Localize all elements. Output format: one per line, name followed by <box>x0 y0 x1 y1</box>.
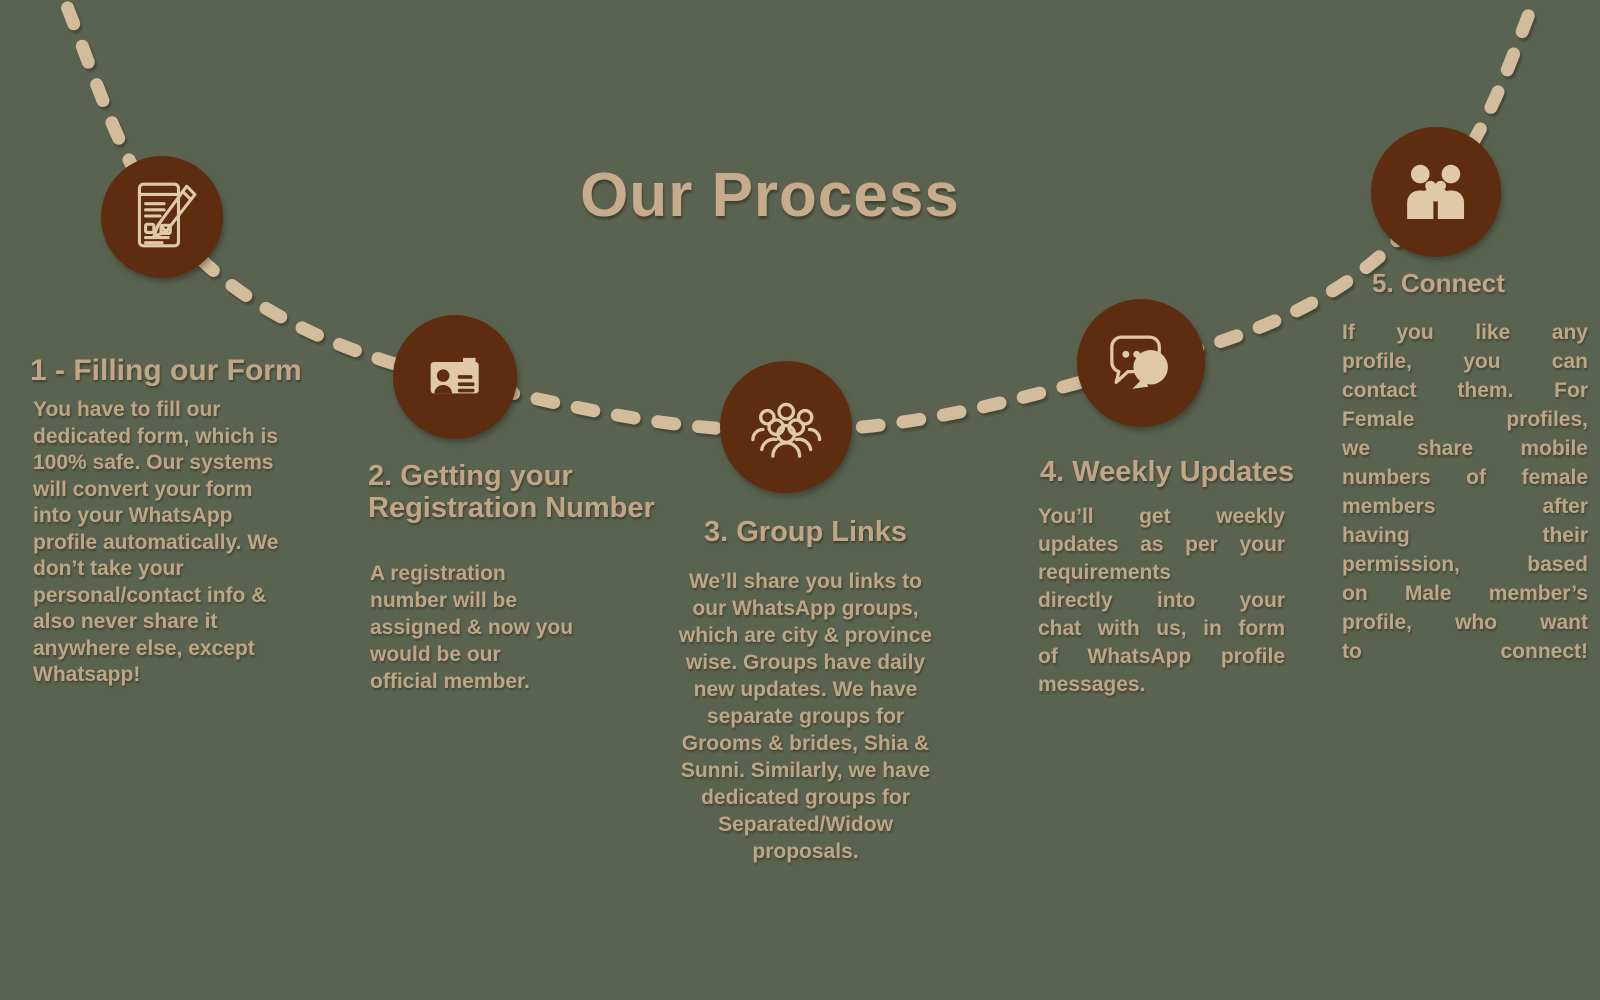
form-pencil-icon <box>137 182 197 248</box>
id-card-icon <box>430 358 480 394</box>
step-2-body: A registration number will be assigned &… <box>370 562 574 693</box>
step-3-heading: 3. Group Links <box>703 516 908 548</box>
step-1-heading: 1 - Filling our Form <box>30 354 302 387</box>
step-4-circle <box>1077 299 1205 427</box>
page-title: Our Process <box>580 160 960 230</box>
step-3-body: We’ll share you links to our WhatsApp gr… <box>678 570 933 863</box>
step-4-heading: 4. Weekly Updates <box>1040 456 1295 488</box>
step-1-circle <box>101 156 223 278</box>
step-3-circle <box>720 361 852 493</box>
people-group-icon <box>750 402 822 458</box>
step-2-heading: 2. Getting your Registration Number <box>368 460 655 524</box>
chat-bubbles-icon <box>1110 335 1168 389</box>
step-1-body: You have to fill our dedicated form, whi… <box>33 398 279 686</box>
step-5-heading: 5. Connect <box>1372 268 1505 298</box>
step-2-circle <box>393 315 517 439</box>
connect-people-icon <box>1407 165 1465 220</box>
step-4-body: You’ll get weekly updates as per your re… <box>1038 505 1285 696</box>
step-5-body: If you like any profile, you can contact… <box>1342 321 1588 663</box>
step-5-circle <box>1371 127 1501 257</box>
